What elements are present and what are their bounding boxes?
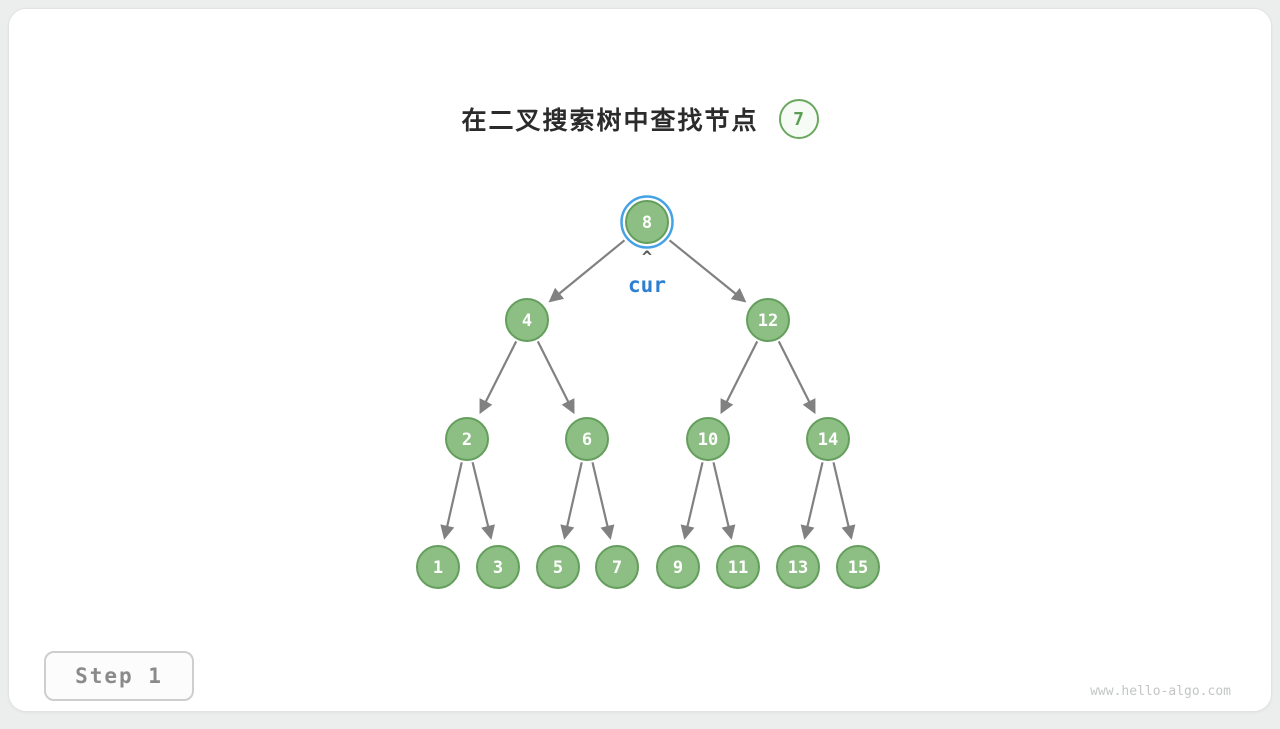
- svg-text:12: 12: [758, 311, 778, 331]
- tree-edge-4-6: [536, 340, 575, 415]
- tree-node-3: 3: [476, 545, 520, 589]
- tree-node-14: 14: [806, 417, 850, 461]
- watermark: www.hello-algo.com: [1090, 684, 1231, 699]
- tree-edge-14-15: [832, 462, 856, 540]
- tree-edge-10-9: [680, 462, 704, 540]
- tree-node-10: 10: [686, 417, 730, 461]
- step-badge: Step 1: [44, 651, 194, 701]
- cur-caret-icon: ^: [641, 250, 653, 265]
- tree-node-2: 2: [445, 417, 489, 461]
- tree-node-11: 11: [716, 545, 760, 589]
- svg-text:7: 7: [612, 558, 622, 578]
- svg-text:14: 14: [818, 430, 838, 450]
- tree-node-5: 5: [536, 545, 580, 589]
- tree-node-13: 13: [776, 545, 820, 589]
- svg-text:5: 5: [553, 558, 563, 578]
- cur-label: cur: [628, 273, 666, 297]
- svg-text:11: 11: [728, 558, 748, 578]
- svg-text:6: 6: [582, 430, 592, 450]
- svg-text:10: 10: [698, 430, 718, 450]
- svg-text:4: 4: [522, 311, 532, 331]
- tree-edge-8-4: [548, 239, 626, 303]
- tree-edge-10-11: [712, 462, 736, 540]
- tree-node-15: 15: [836, 545, 880, 589]
- svg-text:15: 15: [848, 558, 868, 578]
- tree-edge-12-14: [777, 340, 816, 415]
- tree-edge-4-2: [479, 340, 518, 415]
- tree-node-8: 8: [620, 195, 674, 249]
- tree-edges: [440, 239, 856, 540]
- svg-text:2: 2: [462, 430, 472, 450]
- current-node-ring: [620, 195, 674, 249]
- svg-text:8: 8: [642, 213, 652, 233]
- tree-edge-6-7: [591, 462, 615, 540]
- tree-edge-2-1: [440, 462, 463, 540]
- diagram-title: 在二叉搜索树中查找节点: [461, 107, 759, 135]
- tree-node-7: 7: [595, 545, 639, 589]
- tree-node-12: 12: [746, 298, 790, 342]
- cur-pointer: ^ cur: [628, 250, 666, 296]
- tree-edge-2-3: [471, 462, 495, 540]
- diagram-title-row: 在二叉搜索树中查找节点 7: [9, 97, 1271, 141]
- tree-edge-6-5: [560, 462, 583, 540]
- target-value-node: 7: [778, 99, 819, 139]
- tree-edge-12-10: [720, 340, 759, 415]
- svg-text:13: 13: [788, 558, 808, 578]
- tree-node-1: 1: [416, 545, 460, 589]
- tree-edge-14-13: [800, 462, 824, 540]
- tree-node-4: 4: [505, 298, 549, 342]
- svg-text:1: 1: [433, 558, 443, 578]
- tree-node-9: 9: [656, 545, 700, 589]
- svg-text:9: 9: [673, 558, 683, 578]
- tree-node-6: 6: [565, 417, 609, 461]
- svg-text:3: 3: [493, 558, 503, 578]
- tree-edge-8-12: [668, 239, 747, 303]
